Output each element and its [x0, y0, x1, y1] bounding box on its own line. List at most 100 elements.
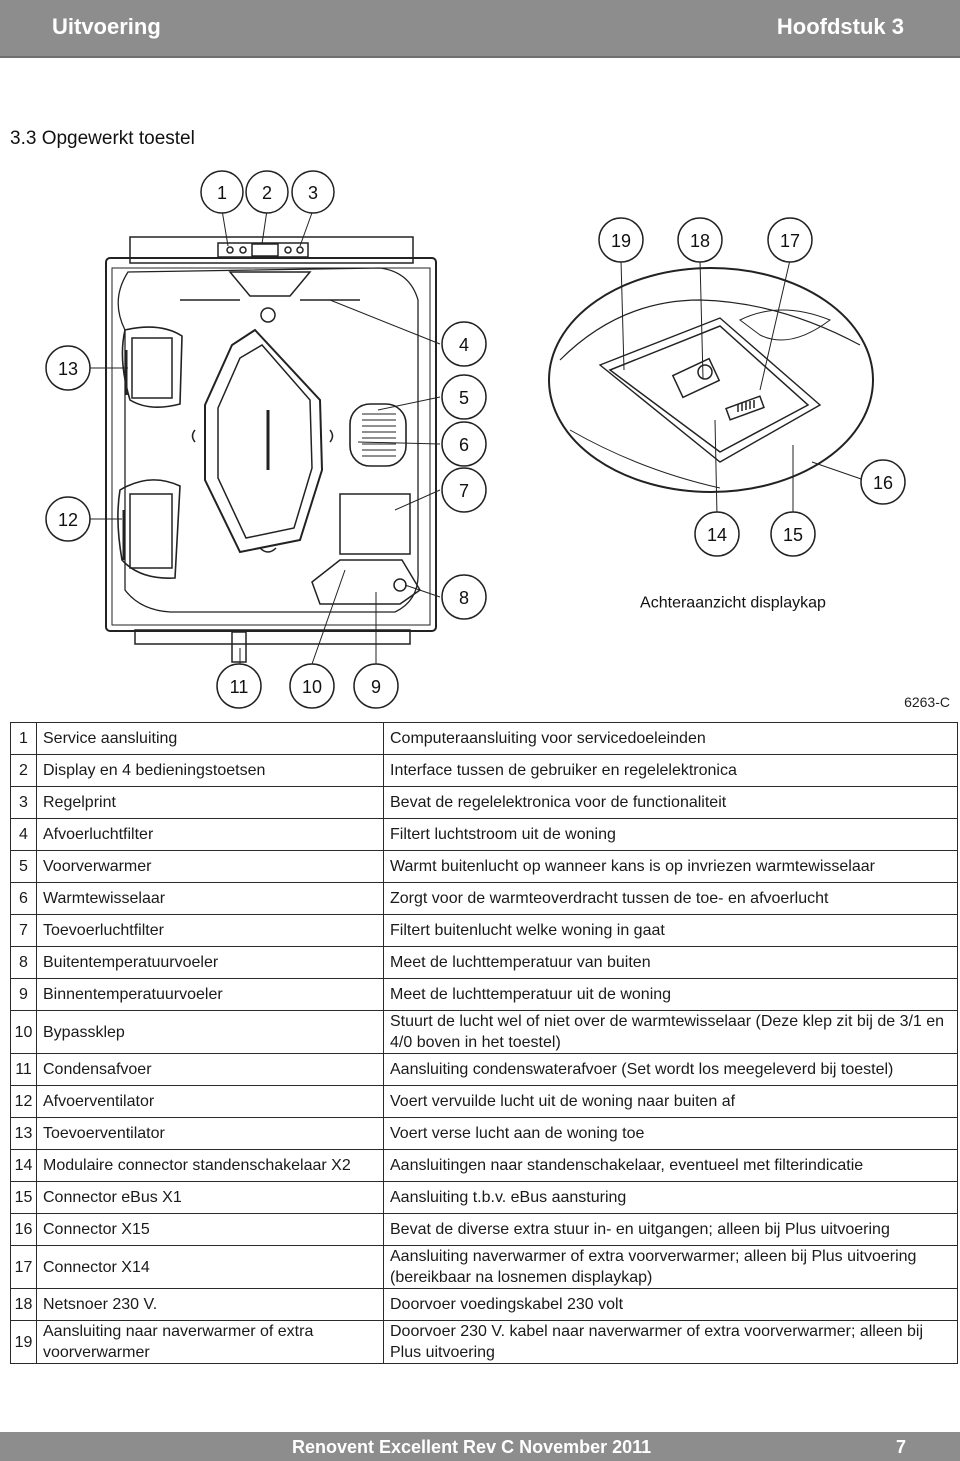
- part-name: Warmtewisselaar: [36, 882, 384, 915]
- footer-title: Renovent Excellent Rev C November 2011: [292, 1437, 652, 1457]
- part-description: Voert vervuilde lucht uit de woning naar…: [383, 1085, 958, 1118]
- display-cover-rear-view: [548, 267, 874, 493]
- part-name: Toevoerventilator: [36, 1117, 384, 1150]
- callout-11: 11: [230, 677, 249, 697]
- part-name: Netsnoer 230 V.: [36, 1288, 384, 1321]
- exhaust-fan-shape: [117, 479, 181, 579]
- callout-19: 19: [611, 231, 631, 251]
- part-description: Meet de luchttemperatuur van buiten: [383, 946, 958, 979]
- callout-17: 17: [780, 231, 800, 251]
- part-number: 1: [10, 722, 37, 755]
- callout-9: 9: [371, 677, 381, 697]
- part-number: 19: [10, 1320, 37, 1364]
- inset-caption: Achteraanzicht displaykap: [640, 595, 826, 612]
- part-description: Aansluiting naverwarmer of extra voorver…: [383, 1245, 958, 1289]
- part-description: Filtert buitenlucht welke woning in gaat: [383, 914, 958, 947]
- callout-6: 6: [459, 435, 469, 455]
- header-chapter-label: Hoofdstuk 3: [776, 14, 904, 39]
- part-name: Aansluiting naar naverwarmer of extra vo…: [36, 1320, 384, 1364]
- callout-3: 3: [308, 183, 318, 203]
- part-description: Computeraansluiting voor servicedoeleind…: [383, 722, 958, 755]
- part-description: Doorvoer 230 V. kabel naar naverwarmer o…: [383, 1320, 958, 1364]
- preheater-shape: [349, 403, 407, 467]
- figure-code: 6263-C: [904, 694, 950, 710]
- part-description: Aansluiting condenswaterafvoer (Set word…: [383, 1053, 958, 1086]
- part-name: Afvoerluchtfilter: [36, 818, 384, 851]
- part-description: Zorgt voor de warmteoverdracht tussen de…: [383, 882, 958, 915]
- callout-18: 18: [690, 231, 710, 251]
- part-description: Aansluiting t.b.v. eBus aansturing: [383, 1181, 958, 1214]
- part-number: 9: [10, 978, 37, 1011]
- part-name: Condensafvoer: [36, 1053, 384, 1086]
- part-name: Service aansluiting: [36, 722, 384, 755]
- part-description: Doorvoer voedingskabel 230 volt: [383, 1288, 958, 1321]
- part-description: Aansluitingen naar standenschakelaar, ev…: [383, 1149, 958, 1182]
- part-number: 3: [10, 786, 37, 819]
- part-name: Regelprint: [36, 786, 384, 819]
- part-number: 7: [10, 914, 37, 947]
- part-number: 2: [10, 754, 37, 787]
- part-number: 15: [10, 1181, 37, 1214]
- callout-7: 7: [459, 481, 469, 501]
- part-description: Bevat de regelelektronica voor de functi…: [383, 786, 958, 819]
- callout-5: 5: [459, 388, 469, 408]
- page-footer: Renovent Excellent Rev C November 2011 7: [0, 1432, 960, 1461]
- part-number: 13: [10, 1117, 37, 1150]
- part-description: Stuurt de lucht wel of niet over de warm…: [383, 1010, 958, 1054]
- part-name: Afvoerventilator: [36, 1085, 384, 1118]
- part-description: Bevat de diverse extra stuur in- en uitg…: [383, 1213, 958, 1246]
- part-number: 8: [10, 946, 37, 979]
- part-number: 5: [10, 850, 37, 883]
- part-name: Connector eBus X1: [36, 1181, 384, 1214]
- part-name: Connector X14: [36, 1245, 384, 1289]
- part-name: Voorverwarmer: [36, 850, 384, 883]
- part-name: Modulaire connector standenschakelaar X2: [36, 1149, 384, 1182]
- part-description: Meet de luchttemperatuur uit de woning: [383, 978, 958, 1011]
- supply-fan-shape: [121, 326, 183, 408]
- callout-13: 13: [58, 359, 78, 379]
- header-section-label: Uitvoering: [52, 14, 161, 39]
- part-number: 12: [10, 1085, 37, 1118]
- callout-16: 16: [873, 473, 893, 493]
- leader-lines: [90, 209, 441, 665]
- part-number: 17: [10, 1245, 37, 1289]
- callout-15: 15: [783, 525, 803, 545]
- part-number: 4: [10, 818, 37, 851]
- part-description: Interface tussen de gebruiker en regelel…: [383, 754, 958, 787]
- part-number: 10: [10, 1010, 37, 1054]
- heat-exchanger-shape: [204, 328, 324, 554]
- part-description: Filtert luchtstroom uit de woning: [383, 818, 958, 851]
- part-number: 6: [10, 882, 37, 915]
- callout-1: 1: [217, 183, 227, 203]
- part-name: Binnentemperatuurvoeler: [36, 978, 384, 1011]
- part-name: Toevoerluchtfilter: [36, 914, 384, 947]
- callout-14: 14: [707, 525, 727, 545]
- part-name: Bypassklep: [36, 1010, 384, 1054]
- unit-drawing: [105, 236, 437, 663]
- part-name: Buitentemperatuurvoeler: [36, 946, 384, 979]
- exploded-view-figure: 1 2 3 4 5 6 7 8 9 10 11 12 13 14 15 16 1…: [45, 170, 906, 709]
- section-title: 3.3 Opgewerkt toestel: [10, 128, 195, 149]
- part-name: Display en 4 bedieningstoetsen: [36, 754, 384, 787]
- part-description: Warmt buitenlucht op wanneer kans is op …: [383, 850, 958, 883]
- callout-8: 8: [459, 588, 469, 608]
- part-number: 11: [10, 1053, 37, 1086]
